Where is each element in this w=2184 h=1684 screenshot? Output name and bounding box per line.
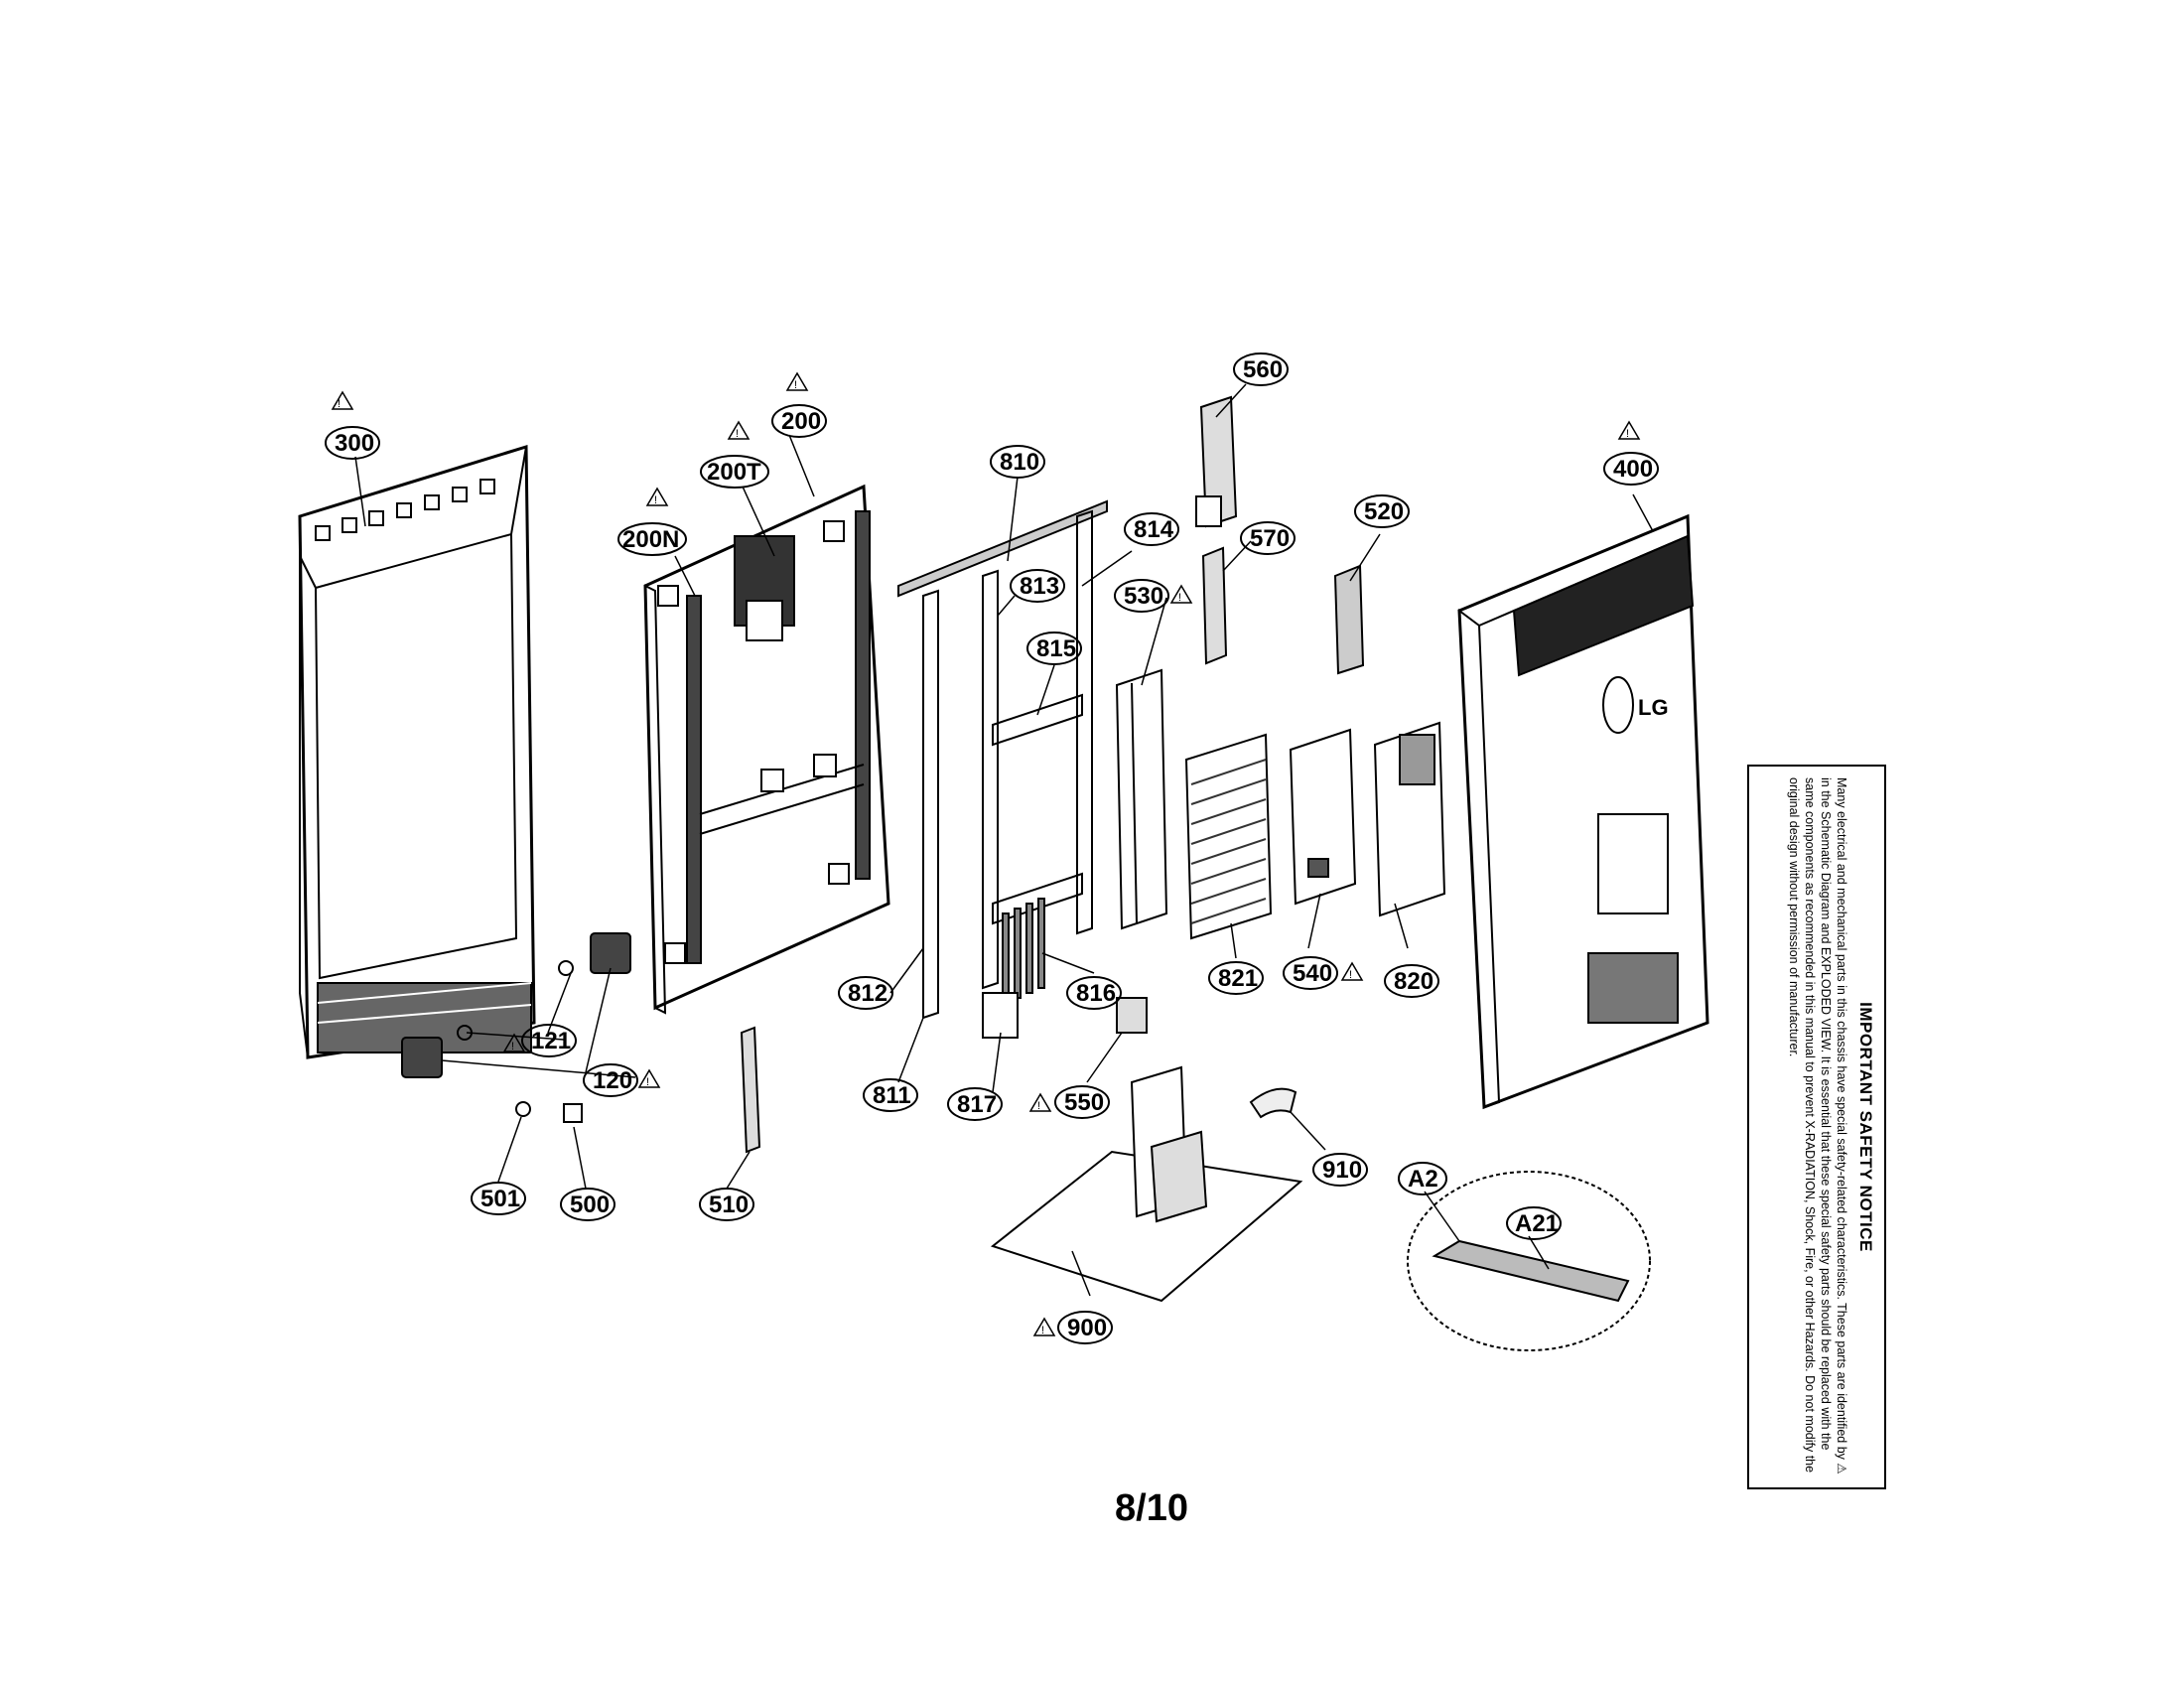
part-560-bracket [1195, 395, 1238, 528]
svg-text:!: ! [1041, 1325, 1044, 1336]
svg-text:!: ! [1037, 1100, 1040, 1112]
callout-817: 817 [947, 1087, 1003, 1121]
callout-501: 501 [471, 1182, 526, 1215]
callout-550: ! 550 [1028, 1085, 1110, 1119]
part-501-button [515, 1101, 531, 1117]
callout-520: 520 [1354, 494, 1410, 528]
part-300-front-bezel [298, 444, 536, 1059]
callout-200n: ! 200N [617, 487, 687, 556]
svg-text:121: 121 [531, 1028, 571, 1054]
svg-text:!: ! [794, 379, 797, 391]
part-540-main-board [1289, 728, 1357, 906]
svg-text:510: 510 [709, 1192, 749, 1218]
part-120-speaker [401, 932, 631, 1078]
callout-815: 815 [1026, 632, 1082, 665]
part-520-board [1333, 564, 1365, 675]
svg-text:500: 500 [570, 1192, 610, 1218]
part-570-board [1201, 546, 1228, 665]
part-400-back-cover: LG [1457, 513, 1709, 1110]
page-number: 8/10 [1115, 1487, 1188, 1529]
callout-812: 812 [838, 976, 893, 1010]
callout-810: 810 [990, 445, 1045, 479]
part-820-board [1373, 721, 1446, 917]
svg-text:501: 501 [480, 1186, 520, 1212]
callout-200t: ! 200T [700, 420, 769, 489]
callout-820: 820 [1384, 964, 1439, 998]
detail-a2 [1407, 1171, 1651, 1351]
svg-text:530: 530 [1124, 583, 1163, 610]
svg-text:520: 520 [1364, 498, 1404, 525]
svg-text:200N: 200N [622, 526, 679, 553]
svg-text:120: 120 [593, 1067, 632, 1094]
callout-300: ! 300 [325, 390, 380, 460]
svg-text:!: ! [1349, 969, 1352, 981]
callout-560: 560 [1233, 352, 1289, 386]
svg-text:!: ! [1178, 592, 1181, 604]
callout-510: 510 [699, 1188, 754, 1221]
svg-text:!: ! [654, 494, 657, 506]
svg-text:200: 200 [781, 408, 821, 435]
callout-400: ! 400 [1603, 420, 1659, 486]
part-530-bar [1115, 668, 1168, 930]
callout-500: 500 [560, 1188, 615, 1221]
callout-816: 816 [1066, 976, 1122, 1010]
safety-notice-box: IMPORTANT SAFETY NOTICE Many electrical … [1747, 765, 1886, 1489]
svg-text:813: 813 [1020, 573, 1059, 600]
callout-814: 814 [1124, 512, 1179, 546]
svg-text:200T: 200T [707, 459, 761, 486]
svg-text:810: 810 [1000, 449, 1039, 476]
svg-text:400: 400 [1613, 456, 1653, 483]
callout-570: 570 [1240, 521, 1296, 555]
safety-notice-body: Many electrical and mechanical parts in … [1787, 777, 1848, 1474]
callout-811: 811 [863, 1078, 918, 1112]
callout-900: ! 900 [1032, 1311, 1113, 1344]
svg-text:812: 812 [848, 980, 887, 1007]
svg-text:!: ! [338, 398, 341, 410]
part-500-board [563, 1103, 583, 1123]
svg-text:540: 540 [1293, 960, 1332, 987]
svg-text:821: 821 [1218, 965, 1258, 992]
safety-notice-title: IMPORTANT SAFETY NOTICE [1856, 1002, 1875, 1252]
svg-text:816: 816 [1076, 980, 1116, 1007]
svg-text:!: ! [1626, 428, 1629, 440]
callout-530: 530 ! [1114, 579, 1193, 613]
part-550-bracket [1116, 997, 1148, 1034]
svg-text:811: 811 [873, 1082, 911, 1109]
callout-540: 540 ! [1283, 956, 1364, 990]
svg-text:900: 900 [1067, 1315, 1107, 1341]
part-900-stand [990, 1065, 1303, 1303]
callout-120: 120 ! [583, 1063, 661, 1097]
callout-200: ! 200 [771, 371, 827, 438]
svg-text:910: 910 [1322, 1157, 1362, 1184]
svg-text:A2: A2 [1408, 1166, 1438, 1193]
safety-notice-content: IMPORTANT SAFETY NOTICE Many electrical … [1754, 770, 1879, 1484]
svg-text:!: ! [511, 1041, 514, 1052]
part-910-cover [1249, 1087, 1297, 1119]
svg-text:560: 560 [1243, 356, 1283, 383]
svg-text:550: 550 [1064, 1089, 1104, 1116]
part-510-control-bar [740, 1026, 761, 1154]
part-810-frame [897, 499, 1108, 1039]
part-821-shield [1184, 733, 1273, 940]
callout-121: ! 121 [502, 1024, 577, 1057]
callout-813: 813 [1010, 569, 1065, 603]
svg-text:A21: A21 [1515, 1210, 1559, 1237]
part-200-lcd-panel [643, 484, 890, 1015]
leader-lines [354, 383, 1654, 1297]
callout-821: 821 [1208, 961, 1264, 995]
callout-a21: A21 [1506, 1206, 1562, 1240]
callout-910: 910 [1312, 1153, 1368, 1187]
svg-text:!: ! [736, 428, 739, 440]
svg-text:820: 820 [1394, 968, 1433, 995]
svg-text:300: 300 [335, 430, 374, 457]
svg-text:817: 817 [957, 1091, 997, 1118]
svg-text:!: ! [646, 1076, 649, 1088]
svg-text:815: 815 [1036, 635, 1076, 662]
lg-logo: LG [1638, 695, 1669, 720]
callout-a2: A2 [1398, 1162, 1447, 1195]
svg-text:570: 570 [1250, 525, 1290, 552]
svg-text:814: 814 [1134, 516, 1174, 543]
